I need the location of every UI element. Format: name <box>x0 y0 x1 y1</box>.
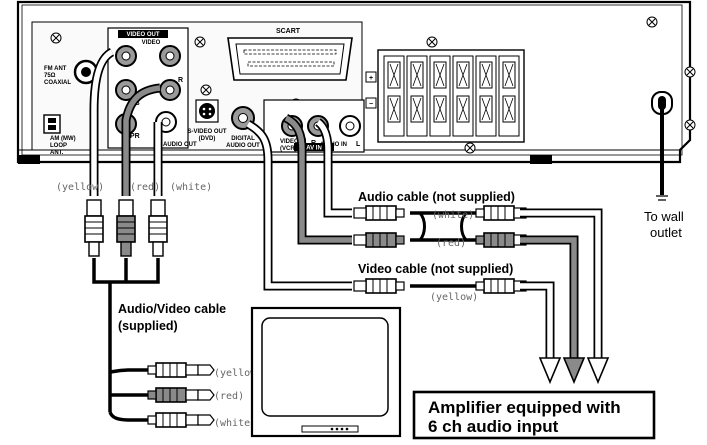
top-white-label: (white) <box>170 182 212 193</box>
speaker-terminal-pair <box>475 55 497 137</box>
audio-in-label: AUDIO IN <box>320 142 347 148</box>
cable-plug-pairs <box>353 205 527 294</box>
speaker-terminal-pair <box>406 55 428 137</box>
top-rca-plugs <box>84 199 168 257</box>
tv-yellow-label: (yellow) <box>214 368 262 379</box>
av-cable <box>92 258 160 422</box>
r-out-label: R <box>178 77 183 84</box>
top-red-label: (red) <box>130 182 160 193</box>
tv-rca-plugs <box>147 362 215 428</box>
svideo-label: S-VIDEO OUT(DVD) <box>187 129 226 142</box>
screw-icon <box>194 36 206 48</box>
audio-white-label: (white) <box>432 210 474 221</box>
rca-plug <box>353 232 405 248</box>
video-cable-label: Video cable (not supplied) <box>358 262 513 276</box>
av-in-label: AV IN <box>306 146 322 152</box>
rca-plug <box>84 199 104 257</box>
tv-input-socket-icon <box>197 364 215 376</box>
svg-text:+: + <box>369 75 373 82</box>
audio-out-label: AUDIO OUT <box>163 142 197 148</box>
rca-jack-video-y <box>115 45 137 67</box>
video-yellow-label: (yellow) <box>430 292 478 303</box>
scart-label: SCART <box>276 28 301 35</box>
speaker-terminal-pair <box>452 55 474 137</box>
video-in-label: VIDEO IN(VCR) <box>280 139 306 152</box>
scart-connector <box>227 37 353 81</box>
rca-plug <box>147 412 199 428</box>
wall-outlet-label-2: outlet <box>650 225 682 240</box>
rca-plug <box>475 278 527 294</box>
l-in-label: L <box>356 141 361 148</box>
rca-plug <box>475 232 527 248</box>
receiver-foot-right <box>530 155 552 164</box>
rca-plug <box>147 387 199 403</box>
tv-input-socket-icon <box>197 414 215 426</box>
speaker-terminal-pair <box>383 55 405 137</box>
av-in-header-bar <box>294 143 334 151</box>
screw-icon <box>200 84 212 96</box>
power-cord <box>656 108 668 201</box>
av-cable-label-1: Audio/Video cable <box>118 302 226 316</box>
screw-icon <box>426 36 438 48</box>
speaker-terminal-pair <box>498 55 520 137</box>
pr-label: PR <box>130 133 140 140</box>
screw-icon <box>646 16 658 28</box>
top-yellow-label: (yellow) <box>56 182 104 193</box>
speaker-terminals <box>377 49 525 143</box>
screw-icon <box>464 142 476 154</box>
amplifier-label-2: 6 ch audio input <box>428 417 559 436</box>
plus-terminal-icon: + <box>365 71 377 83</box>
rca-jack-audio-in-l <box>339 115 361 137</box>
screw-icon <box>50 32 62 44</box>
audio-video-routing <box>245 113 352 291</box>
r-in-label: R <box>311 140 316 147</box>
television <box>250 306 402 438</box>
video-out-header-bar <box>118 30 168 38</box>
rca-plug <box>147 362 199 378</box>
svg-text:−: − <box>369 101 373 108</box>
rca-plug <box>353 205 405 221</box>
rca-jack-audio-r <box>159 79 181 101</box>
tv-input-socket-icon <box>197 389 215 401</box>
speaker-terminal-pair <box>429 55 451 137</box>
screw-icon <box>684 119 696 131</box>
screw-icon <box>684 66 696 78</box>
cable-bundle-from-receiver <box>89 47 163 196</box>
audio-cable-label: Audio cable (not supplied) <box>358 190 515 204</box>
tv-red-label: (red) <box>214 391 244 402</box>
rca-plug <box>475 205 527 221</box>
tv-white-label: (white) <box>214 418 256 429</box>
video-out-header: VIDEO OUT <box>126 32 159 38</box>
am-antenna-terminal <box>43 114 61 134</box>
svideo-jack <box>195 99 219 123</box>
av-cable-label-2: (supplied) <box>118 319 178 333</box>
rca-jack-pb <box>115 79 137 101</box>
amplifier-box <box>412 390 656 440</box>
receiver-foot-left <box>18 155 40 164</box>
minus-terminal-icon: − <box>365 97 377 109</box>
audio-red-label: (red) <box>436 238 466 249</box>
rca-plug <box>148 199 168 257</box>
amplifier-label-1: Amplifier equipped with <box>428 398 621 417</box>
rca-jack-video <box>159 45 181 67</box>
wall-outlet-label: To wall <box>644 209 684 224</box>
rca-plug <box>353 278 405 294</box>
amp-feed-lines <box>520 208 603 360</box>
video-label: VIDEO <box>142 40 161 46</box>
amp-arrow-icon <box>538 357 610 385</box>
rca-plug <box>116 199 136 257</box>
